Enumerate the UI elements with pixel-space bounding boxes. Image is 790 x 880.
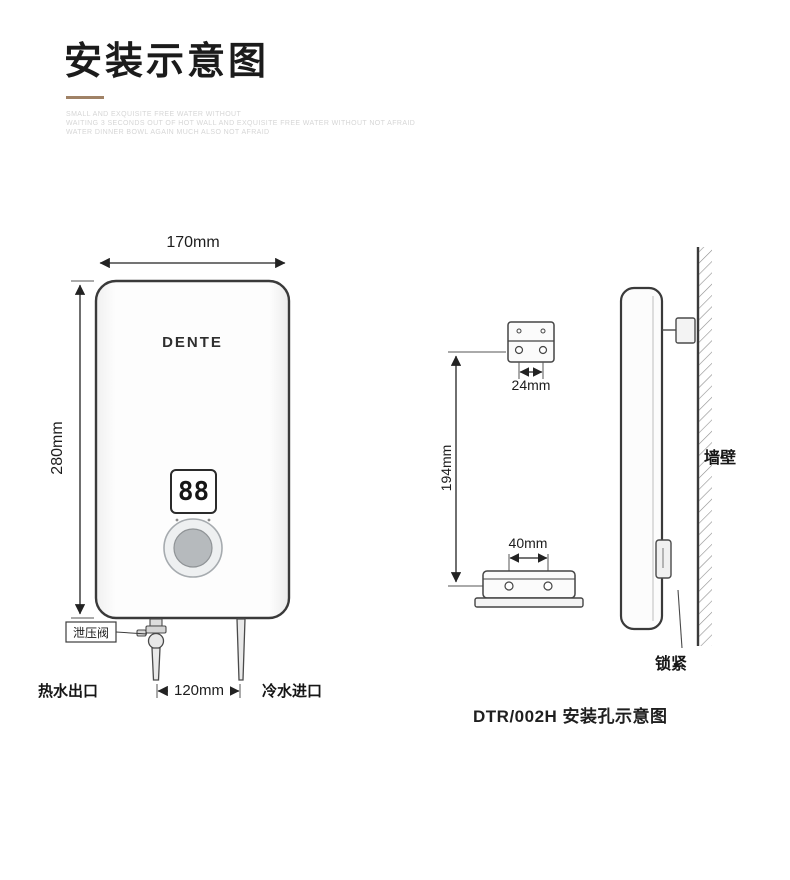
valve-stub bbox=[149, 618, 163, 627]
top-bracket-hole bbox=[538, 345, 548, 355]
title-accent-underline bbox=[66, 96, 104, 99]
display-indicator-dot bbox=[175, 518, 179, 522]
bottom-bracket-base bbox=[474, 597, 584, 608]
lock-label: 锁紧 bbox=[655, 656, 688, 673]
tagline-line: WAITING 3 SECONDS OUT OF HOT WALL AND EX… bbox=[66, 120, 416, 127]
mounting-holes-drawing bbox=[448, 321, 584, 608]
front-height-dimension-label: 280mm bbox=[49, 421, 66, 475]
wall-label: 墙壁 bbox=[704, 450, 737, 467]
lock-leader-line bbox=[677, 589, 683, 649]
tagline-line: SMALL AND EXQUISITE FREE WATER WITHOUT bbox=[66, 111, 242, 118]
pipe-spacing-dimension-label: 120mm bbox=[168, 682, 230, 699]
wall-hatching bbox=[699, 247, 712, 646]
tagline-line: WATER DINNER BOWL AGAIN MUCH ALSO NOT AF… bbox=[66, 129, 270, 136]
control-knob-inner bbox=[173, 528, 213, 568]
heater-side-profile bbox=[619, 286, 664, 631]
top-bracket-hole bbox=[514, 345, 524, 355]
heater-body bbox=[94, 279, 291, 620]
hole-spacing-dimension-label: 194mm bbox=[438, 444, 454, 492]
bottom-bracket-hole bbox=[504, 581, 514, 591]
mounting-diagram-caption: DTR/002H 安装孔示意图 bbox=[473, 707, 668, 726]
tagline: SMALL AND EXQUISITE FREE WATER WITHOUT W… bbox=[66, 110, 415, 137]
display-indicator-dot bbox=[207, 518, 211, 522]
front-width-dimension-label: 170mm bbox=[166, 234, 220, 251]
valve-nut bbox=[145, 625, 167, 634]
temperature-display-value: 88 bbox=[177, 476, 210, 507]
temperature-display-frame bbox=[170, 469, 217, 514]
page-title: 安装示意图 bbox=[64, 41, 270, 83]
base-bracket-dimension-label: 40mm bbox=[508, 535, 548, 551]
relief-valve-body bbox=[147, 632, 165, 650]
front-view-drawing bbox=[65, 257, 291, 698]
bottom-bracket-hole bbox=[543, 581, 553, 591]
wall-hook bbox=[675, 317, 696, 344]
brand-logo: DENTE bbox=[162, 334, 223, 351]
top-bracket-screw bbox=[516, 328, 522, 334]
hot-water-outlet-label: 热水出口 bbox=[38, 683, 99, 700]
side-view-drawing bbox=[619, 247, 712, 649]
cold-water-pipe bbox=[236, 618, 246, 681]
cold-water-inlet-label: 冷水进口 bbox=[262, 683, 323, 700]
relief-valve-label: 泄压阀 bbox=[72, 626, 109, 640]
relief-valve-leader-line bbox=[115, 631, 148, 635]
bottom-bracket bbox=[482, 570, 576, 599]
top-bracket-screw bbox=[540, 328, 546, 334]
hot-water-pipe bbox=[151, 647, 161, 681]
top-bracket bbox=[507, 321, 555, 363]
top-bracket-dimension-label: 24mm bbox=[511, 377, 551, 393]
